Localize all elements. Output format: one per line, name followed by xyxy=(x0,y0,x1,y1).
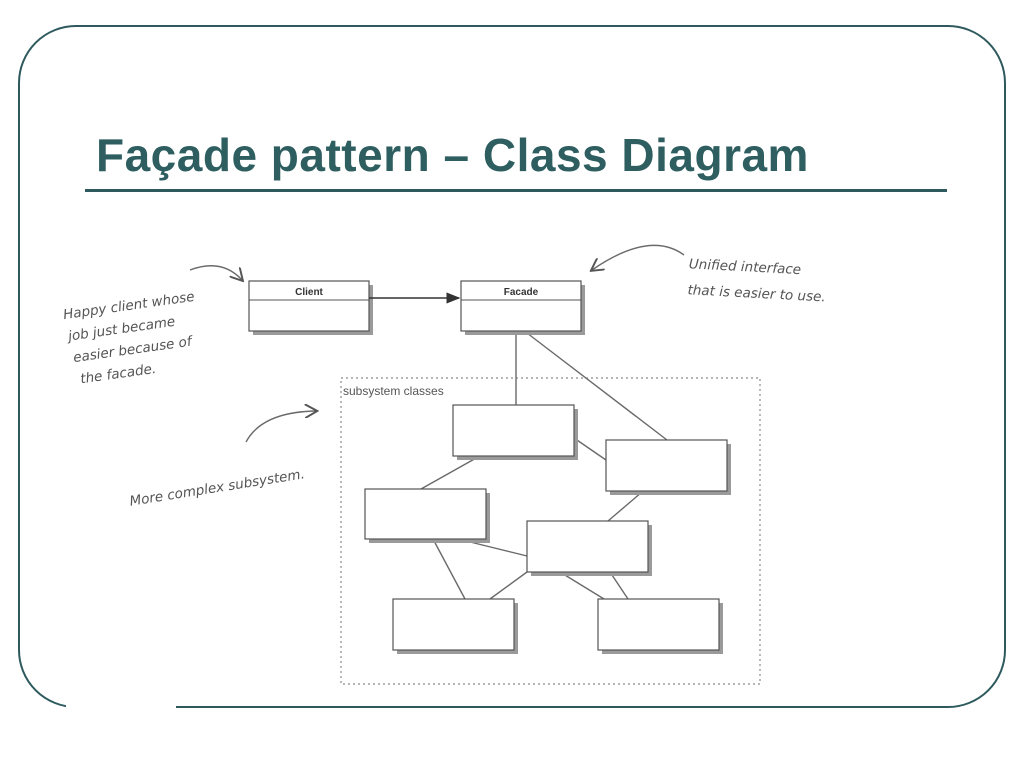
sub1-to-sub3-line xyxy=(420,456,479,490)
client-note-arrow xyxy=(189,265,242,280)
client-label: Client xyxy=(295,287,323,298)
subsystem-note: More complex subsystem. xyxy=(128,466,305,510)
subsystem-class-5 xyxy=(392,598,518,654)
slide-frame xyxy=(18,25,1006,708)
subsystem-class-1 xyxy=(452,404,578,460)
facade-note: Unified interface that is easier to use. xyxy=(687,256,826,305)
sub2-to-sub4-line xyxy=(607,491,643,522)
sub1-to-sub2-line xyxy=(573,437,607,461)
title-underline xyxy=(85,189,947,192)
subsystem-class-2 xyxy=(605,439,731,495)
client-class: Client xyxy=(248,280,373,335)
subsystem-class-3 xyxy=(364,488,490,543)
subsystem-connectors xyxy=(420,332,668,600)
facade-to-sub2-line xyxy=(526,332,668,441)
client-note-line-1: Happy client whose xyxy=(62,289,195,323)
sub4-to-sub6b-line xyxy=(609,571,629,600)
facade-note-line-2: that is easier to use. xyxy=(687,282,826,305)
facade-note-arrow xyxy=(592,244,685,270)
page-title: Façade pattern – Class Diagram xyxy=(96,129,809,181)
client-note-line-4: the facade. xyxy=(79,361,157,387)
subsystem-class-6 xyxy=(597,598,723,654)
sub3-to-sub5-line xyxy=(432,538,466,600)
facade-note-line-1: Unified interface xyxy=(688,256,801,278)
facade-class: Facade xyxy=(460,280,585,335)
subsystem-label: subsystem classes xyxy=(343,384,444,398)
subsystem-note-arrow xyxy=(245,411,316,443)
sub4-to-sub6-line xyxy=(559,571,605,600)
client-note: Happy client whose job just became easie… xyxy=(62,289,195,388)
sub4-to-sub5-line xyxy=(489,571,528,600)
subsystem-boundary xyxy=(340,377,761,685)
facade-label: Facade xyxy=(504,287,539,298)
subsystem-class-4 xyxy=(526,520,652,576)
frame-gap xyxy=(66,702,176,712)
